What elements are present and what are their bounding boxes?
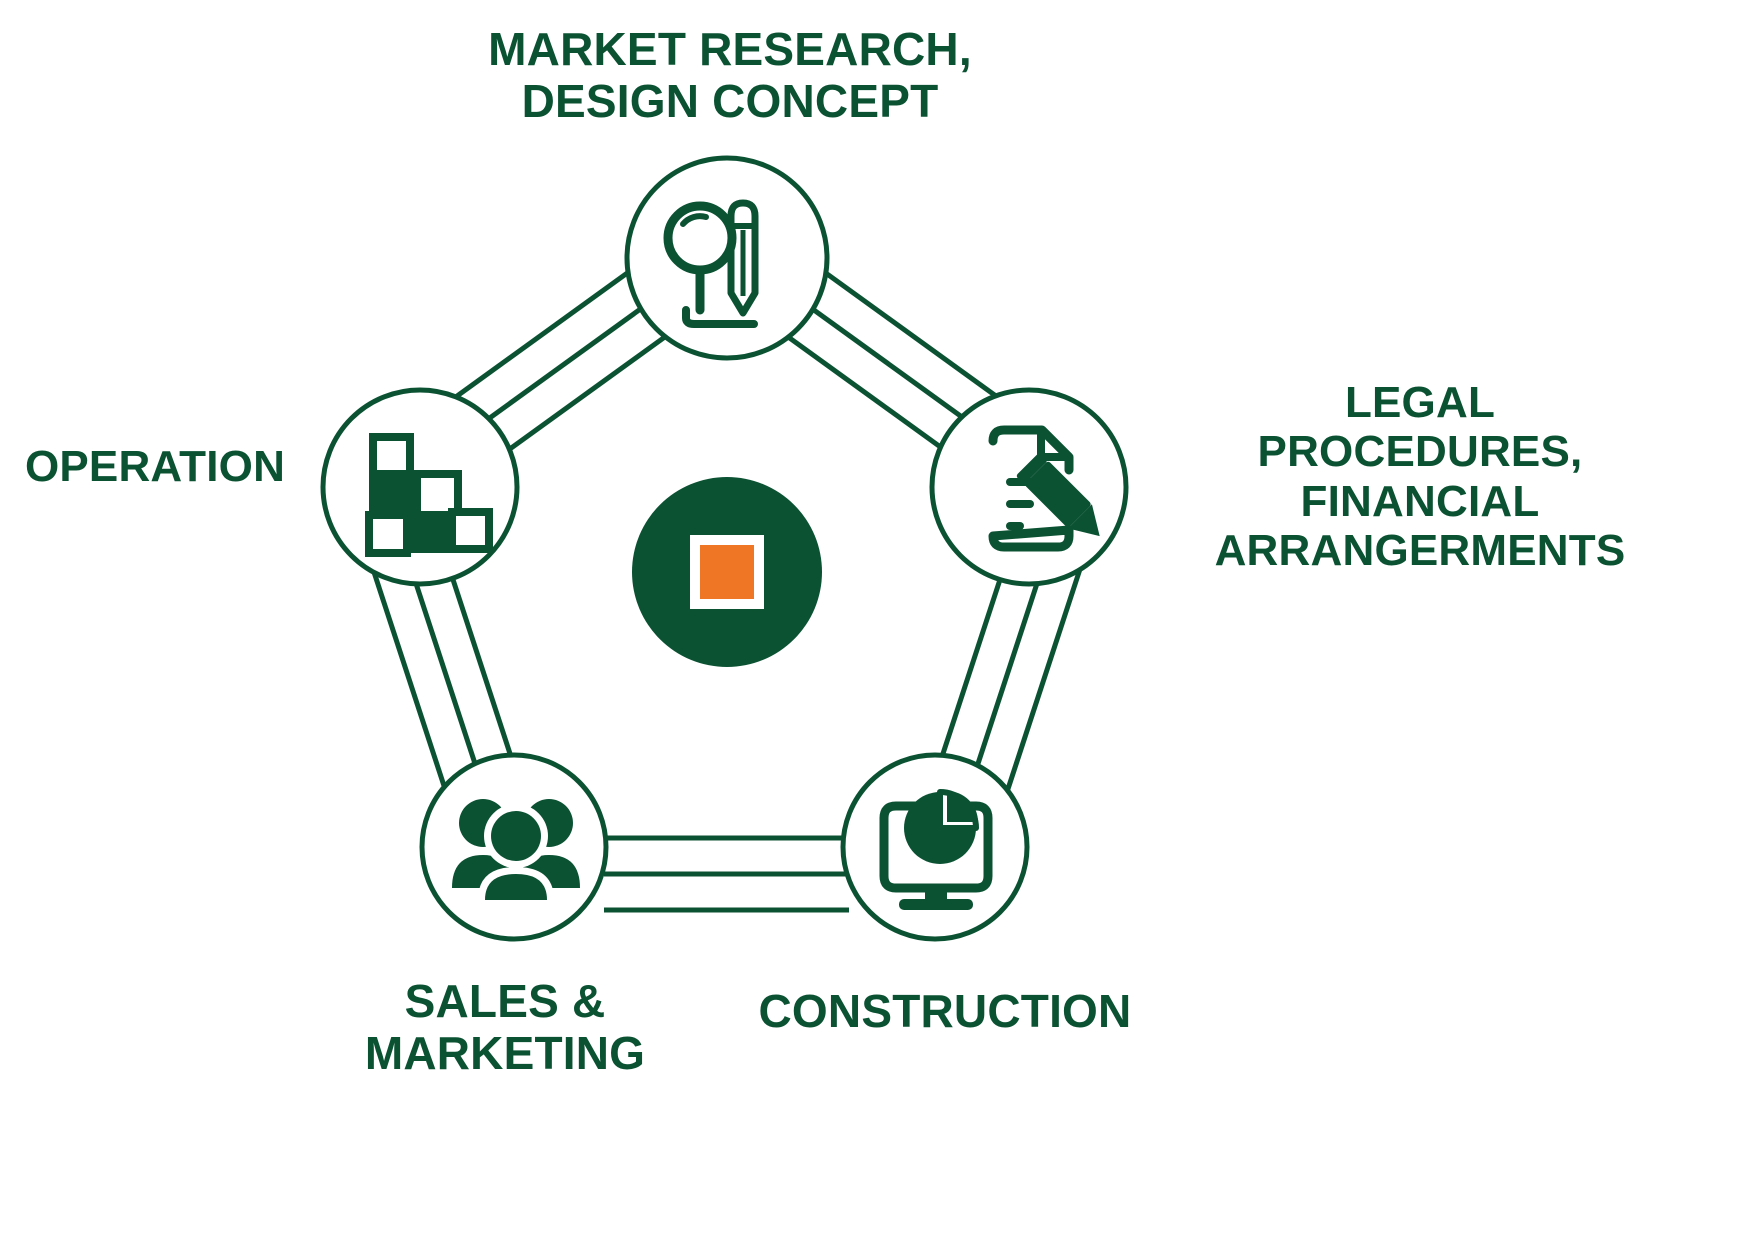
node-label-sales-marketing: SALES & MARKETING [364,975,646,1079]
center-hub[interactable] [632,477,822,667]
people-group-icon [452,799,580,900]
node-label-operation: OPERATION [24,442,286,491]
blocks-grid-icon [365,433,493,557]
connector-top-left [444,255,682,475]
node-label-legal-procedures: LEGAL PROCEDURES, FINANCIAL ARRANGERMENT… [1214,378,1626,575]
monitor-chart-icon [879,789,993,910]
connector-group [369,255,1084,913]
center-hub-inner-square [700,545,754,599]
connector-bottom [604,835,849,913]
document-pencil-icon [988,425,1100,552]
pencil-icon [727,199,759,317]
node-label-construction: CONSTRUCTION [758,985,1132,1037]
connector-left-bottomleft [369,545,520,796]
connector-right-bottomright [933,545,1084,796]
node-label-market-research: MARKET RESEARCH, DESIGN CONCEPT [488,23,972,127]
